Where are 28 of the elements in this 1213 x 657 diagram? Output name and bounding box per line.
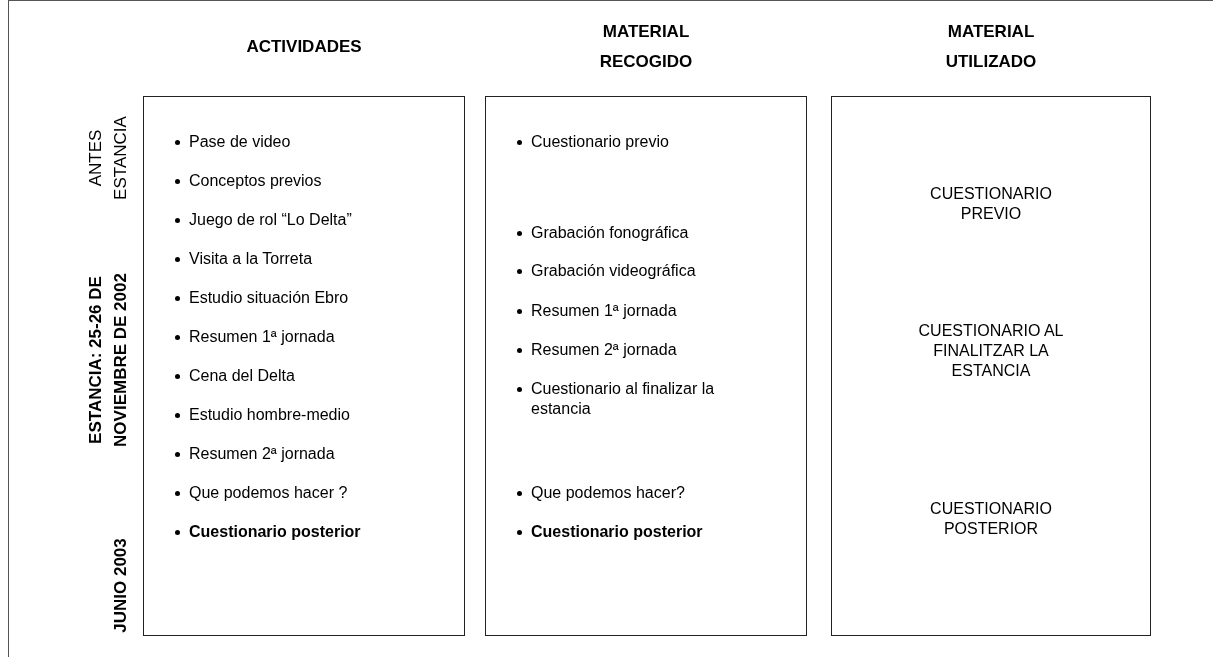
list-item: CUESTIONARIO POSTERIOR <box>929 499 1053 539</box>
list-item: Conceptos previos <box>189 171 323 191</box>
list-item: Resumen 1ª jornada <box>189 327 336 347</box>
list-item: Resumen 2ª jornada <box>189 444 336 464</box>
list-item: Cena del Delta <box>189 366 296 386</box>
list-item: Resumen 1ª jornada <box>531 301 678 321</box>
list-item: Cuestionario posterior <box>531 522 704 542</box>
list-item: Visita a la Torreta <box>189 249 314 269</box>
list-item: Resumen 2ª jornada <box>531 340 678 360</box>
list-item: Juego de rol “Lo Delta” <box>189 210 353 230</box>
period-label: ESTANCIA: 25-26 DE NOVIEMBRE DE 2002 <box>85 272 131 449</box>
period-label: JUNIO 2003 <box>109 537 131 635</box>
list-item: Pase de video <box>189 132 292 152</box>
column-heading: MATERIAL RECOGIDO <box>598 21 694 73</box>
period-label: ANTES ESTANCIA <box>85 115 131 202</box>
list-item: Cuestionario posterior <box>189 522 362 542</box>
list-item: Estudio situación Ebro <box>189 288 350 308</box>
list-item: CUESTIONARIO AL FINALITZAR LA ESTANCIA <box>917 321 1065 381</box>
list-item: Cuestionario al finalizar la estancia <box>531 379 716 419</box>
list-item: Que podemos hacer ? <box>189 483 349 503</box>
column-heading: ACTIVIDADES <box>245 36 363 58</box>
list-item: Cuestionario previo <box>531 132 670 152</box>
list-item: Grabación videográfica <box>531 261 697 281</box>
list-item: Estudio hombre-medio <box>189 405 351 425</box>
list-item: Grabación fonográfica <box>531 223 690 243</box>
column-heading: MATERIAL UTILIZADO <box>944 21 1038 73</box>
list-item: Que podemos hacer? <box>531 483 686 503</box>
list-item: CUESTIONARIO PREVIO <box>929 184 1053 224</box>
